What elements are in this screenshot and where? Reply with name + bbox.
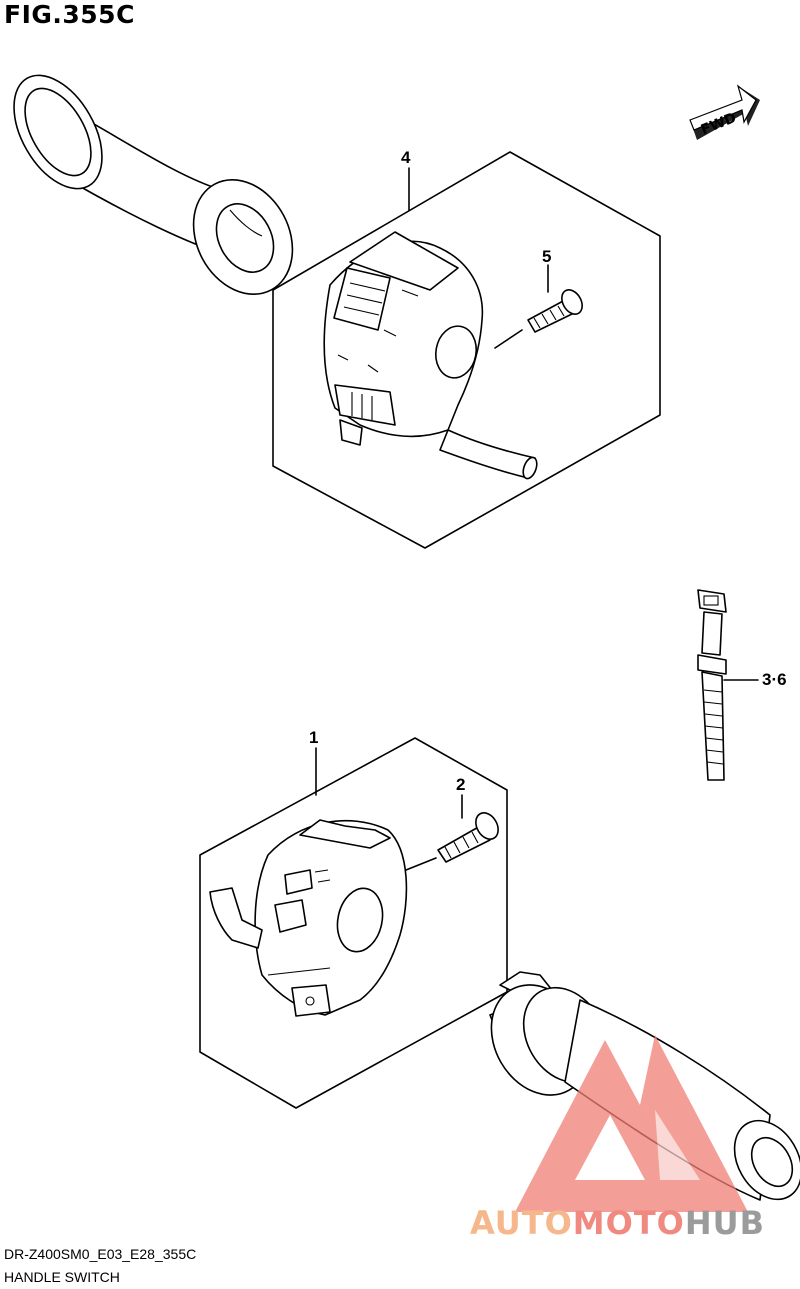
- watermark-text: AUTOMOTOHUB: [470, 1204, 765, 1242]
- left-handle-switch: [209, 819, 408, 1017]
- watermark-word-hub: HUB: [684, 1204, 766, 1242]
- watermark-word-auto: AUTO: [470, 1204, 573, 1242]
- watermark-word-moto: MOTO: [572, 1204, 685, 1242]
- screw-part-5: [527, 264, 583, 333]
- right-handle-switch: [323, 231, 538, 480]
- cable-tie-part-3-6: [697, 589, 759, 781]
- fwd-arrow-badge: FWD: [689, 84, 760, 140]
- left-handlebar-grip: [13, 74, 294, 296]
- callout-5: 5: [542, 247, 552, 266]
- watermark-logo: [515, 1035, 748, 1212]
- diagram-name: HANDLE SWITCH: [4, 1269, 120, 1285]
- diagram-code: DR-Z400SM0_E03_E28_355C: [4, 1246, 197, 1262]
- callout-4: 4: [401, 148, 411, 167]
- callout-1: 1: [309, 728, 319, 747]
- assembly-frame-upper: [272, 151, 661, 549]
- callout-3-6: 3·6: [762, 670, 787, 689]
- screw-part-2: [437, 794, 499, 863]
- figure-title: FIG.355C: [4, 0, 135, 29]
- assembly-frame-lower: [199, 737, 508, 1109]
- callout-2: 2: [456, 775, 466, 794]
